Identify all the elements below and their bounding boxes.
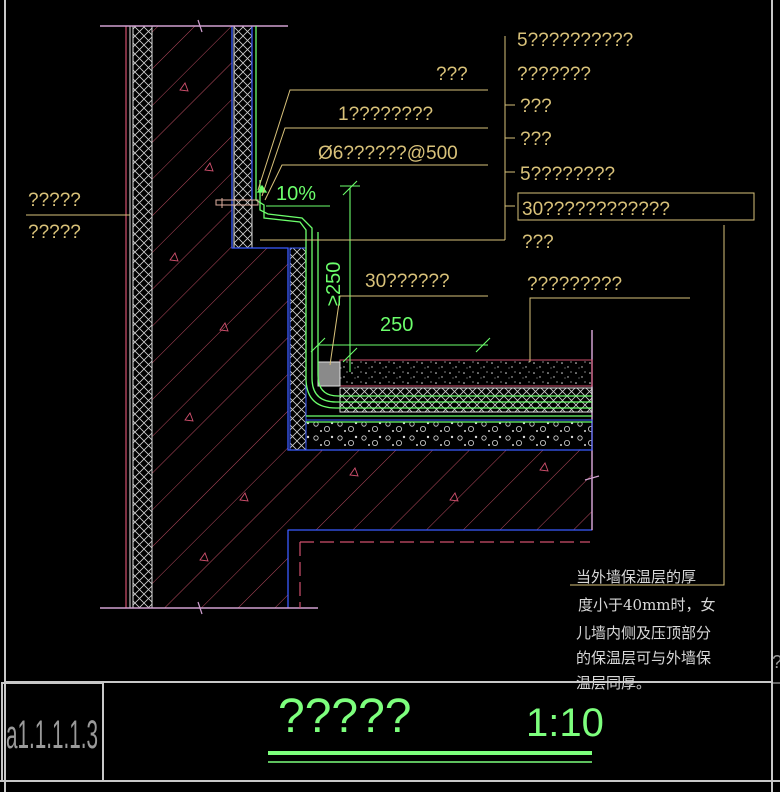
note-line-2: 度小于40mm时，女	[578, 596, 716, 614]
label-right-7: ???	[522, 232, 554, 253]
annotation-labels: ????? ????? ??? 1???????? Ø6??????@500 3…	[28, 30, 670, 295]
leader-lines	[26, 36, 755, 586]
anchor-bolt	[215, 198, 259, 208]
design-note: 当外墙保温层的厚 度小于40mm时，女 儿墙内侧及压顶部分 的保温层可与外墙保 …	[576, 568, 716, 692]
label-right-1: 5??????????	[517, 30, 633, 51]
label-corner-30: 30??????	[365, 271, 450, 292]
width-dimension-label: 250	[380, 314, 413, 336]
note-line-3: 儿墙内侧及压顶部分	[576, 624, 711, 642]
label-top-2: 1????????	[338, 104, 433, 125]
drawing-id: a1.1.1.1.3	[6, 713, 98, 757]
label-right-8: ?????????	[527, 274, 622, 295]
label-right-5: 5????????	[520, 164, 615, 185]
dimension-labels: 10% 250 ≥250	[276, 183, 413, 336]
label-top-1: ???	[436, 64, 468, 85]
height-dimension-label: ≥250	[323, 262, 345, 306]
drawing-scale: 1:10	[526, 701, 604, 745]
waterproof-membrane	[255, 26, 592, 423]
label-right-3: ???	[520, 96, 552, 117]
label-right-2: ???????	[517, 64, 591, 85]
slope-label: 10%	[276, 183, 316, 205]
note-line-1: 当外墙保温层的厚	[576, 568, 696, 586]
note-line-5: 温层同厚。	[576, 674, 651, 692]
label-top-3: Ø6??????@500	[318, 143, 458, 164]
title-block: a1.1.1.1.3 ????? 1:10 ?	[6, 652, 780, 763]
dimensions	[266, 180, 491, 372]
note-line-4: 的保温层可与外墙保	[576, 649, 711, 667]
label-left-bottom: ?????	[28, 222, 81, 243]
drawing-title: ?????	[278, 690, 411, 743]
label-left-top: ?????	[28, 190, 81, 211]
right-edge-mark: ?	[772, 652, 780, 672]
label-right-4: ???	[520, 129, 552, 150]
label-right-6: 30????????????	[522, 199, 670, 220]
